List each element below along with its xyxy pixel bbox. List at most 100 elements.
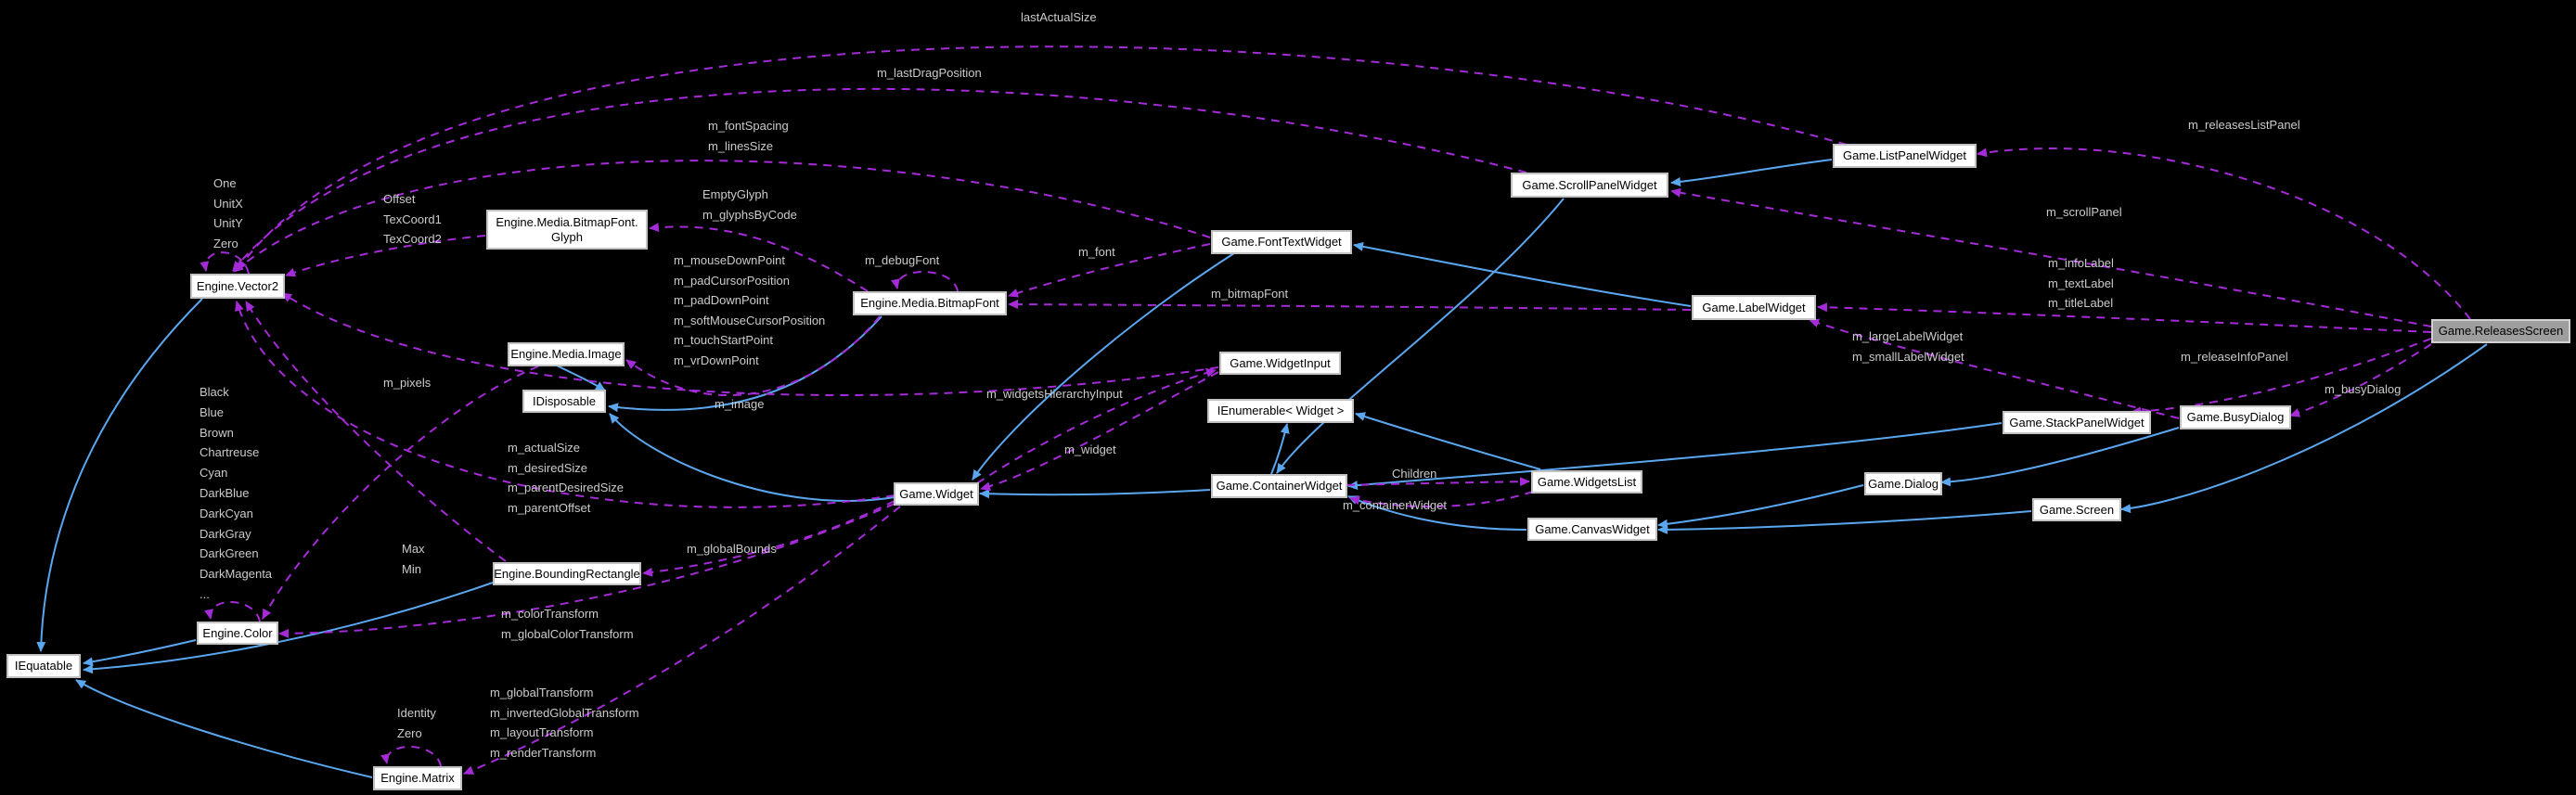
edge-label-pixels: m_pixels <box>383 376 431 390</box>
edge-inherit-image-idisposable <box>556 365 606 391</box>
edge-usage-listpanel-vector2-lastactualsize <box>237 45 1848 271</box>
edge-usage-widget-matrix-transforms <box>463 506 901 775</box>
edge-usage-bitmapfont-glyph <box>649 223 869 292</box>
edge-label-widget-sizes: m_actualSize m_desiredSize m_parentDesir… <box>508 441 625 515</box>
node-game-scrollpanelwidget[interactable]: Game.ScrollPanelWidget <box>1511 173 1668 198</box>
node-engine-boundingrectangle[interactable]: Engine.BoundingRectangle <box>493 562 641 585</box>
edge-usage-fonttext-vector2-spacing <box>233 160 1211 273</box>
edge-inherit-color-iequatable <box>83 639 197 667</box>
edge-label-scrollpanel: m_scrollPanel <box>2046 205 2122 219</box>
node-iequatable[interactable]: IEquatable <box>6 654 81 678</box>
edge-label-lastactualsize: lastActualSize <box>1021 10 1097 24</box>
edge-usage-bitmapfont-self <box>891 271 959 292</box>
node-game-widget[interactable]: Game.Widget <box>894 482 979 506</box>
edge-label-debugfont: m_debugFont <box>865 253 940 267</box>
node-engine-media-bitmapfont-glyph[interactable]: Engine.Media.BitmapFont. Glyph <box>486 210 648 250</box>
edge-inherit-scrollpanel-container <box>1276 198 1565 474</box>
node-game-releasesscreen[interactable]: Game.ReleasesScreen <box>2431 319 2570 343</box>
edge-inherit-dialog-canvas <box>1657 484 1864 529</box>
edge-label-children: Children <box>1392 467 1437 481</box>
node-game-widgetinput[interactable]: Game.WidgetInput <box>1219 352 1341 375</box>
edge-label-releaseinfopanel: m_releaseInfoPanel <box>2181 350 2288 364</box>
edge-label-widgetshierarchyinput: m_widgetsHierarchyInput <box>986 387 1123 401</box>
edge-usage-matrix-self <box>380 746 442 767</box>
edge-usage-widget-color-transforms <box>278 503 895 638</box>
edge-label-widget: m_widget <box>1064 442 1116 456</box>
edge-label-emptyglyph-glyphsbycode: EmptyGlyph m_glyphsByCode <box>702 187 797 222</box>
edge-usage-widget-boundingrect <box>642 500 895 577</box>
edge-inherit-busydialog-dialog <box>1940 427 2180 487</box>
edge-usage-labelwidget-bitmapfont <box>1008 300 1692 311</box>
edge-usage-vector2-self <box>200 251 250 275</box>
edge-label-color-statics: Black Blue Brown Chartreuse Cyan DarkBlu… <box>200 385 273 601</box>
node-ienumerable-widget[interactable]: IEnumerable< Widget > <box>1207 399 1354 423</box>
edge-label-releases-labels: m_infoLabel m_textLabel m_titleLabel <box>2048 256 2114 310</box>
edge-usage-widgetinput-vector2-points <box>281 292 1219 396</box>
edge-inherit-widgetslist-ienumerable <box>1355 412 1541 470</box>
edge-usage-busydialog-labelwidget <box>1809 318 2180 419</box>
node-game-stackpanelwidget[interactable]: Game.StackPanelWidget <box>2003 411 2151 434</box>
edge-label-widgetinput-points: m_mouseDownPoint m_padCursorPosition m_p… <box>674 253 826 367</box>
edge-usage-widgetinput-widget <box>980 371 1219 492</box>
node-game-screen[interactable]: Game.Screen <box>2032 498 2121 521</box>
edge-usage-color-self <box>204 601 261 622</box>
edge-usage-widgetslist-container <box>1349 491 1534 507</box>
edge-label-max-min: Max Min <box>402 542 425 576</box>
edge-usage-releases-scrollpanel <box>1670 187 2432 327</box>
edge-inherit-releases-screen <box>2120 343 2488 514</box>
edge-inherit-boundingrect-iequatable <box>83 582 494 674</box>
node-engine-media-bitmapfont[interactable]: Engine.Media.BitmapFont <box>853 291 1007 315</box>
edge-usage-boundingrect-vector2-maxmin <box>245 301 507 562</box>
edge-usage-releases-busydialog <box>2289 343 2432 417</box>
edge-label-globalbounds: m_globalBounds <box>687 542 777 556</box>
edge-inherit-container-widget <box>979 489 1211 499</box>
edge-inherit-matrix-iequatable <box>75 679 373 778</box>
edge-label-bitmapfont: m_bitmapFont <box>1211 287 1289 301</box>
edge-usage-widget-widgetinput-hierarchy <box>976 368 1217 484</box>
edge-inherit-listpanel-scrollpanel <box>1670 159 1833 186</box>
node-game-widgetslist[interactable]: Game.WidgetsList <box>1531 470 1642 494</box>
edge-inherit-stackpanel-container <box>1347 422 2003 491</box>
edge-usage-releases-stackpanel <box>2131 338 2432 417</box>
node-game-listpanelwidget[interactable]: Game.ListPanelWidget <box>1833 144 1977 168</box>
node-game-containerwidget[interactable]: Game.ContainerWidget <box>1211 474 1347 498</box>
node-game-canvaswidget[interactable]: Game.CanvasWidget <box>1527 518 1657 541</box>
edge-inherit-bitmapfont-idisposable <box>608 315 882 413</box>
edge-label-busydialog-labels: m_largeLabelWidget m_smallLabelWidget <box>1852 329 1964 364</box>
edge-label-releaseslistpanel: m_releasesListPanel <box>2188 118 2300 132</box>
edge-inherit-labelwidget-fonttext <box>1353 241 1692 307</box>
edge-usage-releases-listpanel <box>1977 147 2471 320</box>
edge-label-fontspacing-linessize: m_fontSpacing m_linesSize <box>708 119 789 153</box>
edge-usage-image-color-pixels <box>262 365 539 620</box>
edge-label-matrixtransforms: m_globalTransform m_invertedGlobalTransf… <box>490 686 639 760</box>
edge-usage-widget-vector2-sizes <box>235 301 895 508</box>
edge-usage-releases-labelwidget <box>1817 302 2432 333</box>
node-engine-matrix[interactable]: Engine.Matrix <box>373 766 462 790</box>
edge-label-busydialog: m_busyDialog <box>2325 382 2402 396</box>
node-engine-media-image[interactable]: Engine.Media.Image <box>508 342 625 366</box>
edge-label-vector2-statics: One UnitX UnitY Zero <box>213 176 243 250</box>
node-engine-vector2[interactable]: Engine.Vector2 <box>190 274 285 299</box>
edge-label-offset-texcoords: Offset TexCoord1 TexCoord2 <box>383 192 442 246</box>
edge-inherit-screen-canvas <box>1657 510 2032 534</box>
node-game-labelwidget[interactable]: Game.LabelWidget <box>1692 295 1816 320</box>
node-engine-color[interactable]: Engine.Color <box>197 622 278 645</box>
edge-inherit-container-ienumerable <box>1270 423 1290 475</box>
edge-label-lastdragposition: m_lastDragPosition <box>877 66 982 80</box>
edge-label-font: m_font <box>1078 245 1115 259</box>
edge-inherit-canvas-container <box>1347 495 1527 531</box>
edge-label-matrix-statics: Identity Zero <box>397 706 436 740</box>
node-idisposable[interactable]: IDisposable <box>522 390 606 413</box>
edge-inherit-vector2-iequatable <box>36 298 203 652</box>
edge-usage-scrollpanel-vector2-lastdrag <box>232 87 1527 272</box>
edge-label-containerwidget: m_containerWidget <box>1343 498 1447 512</box>
node-game-fonttextwidget[interactable]: Game.FontTextWidget <box>1211 230 1352 254</box>
node-game-dialog[interactable]: Game.Dialog <box>1864 472 1942 495</box>
edge-inherit-fonttext-widget <box>972 252 1235 481</box>
edge-usage-glyph-vector2-offset <box>285 235 486 277</box>
edge-label-image: m_image <box>715 397 765 411</box>
node-game-busydialog[interactable]: Game.BusyDialog <box>2180 405 2291 430</box>
edge-label-colortransforms: m_colorTransform m_globalColorTransform <box>501 607 634 641</box>
